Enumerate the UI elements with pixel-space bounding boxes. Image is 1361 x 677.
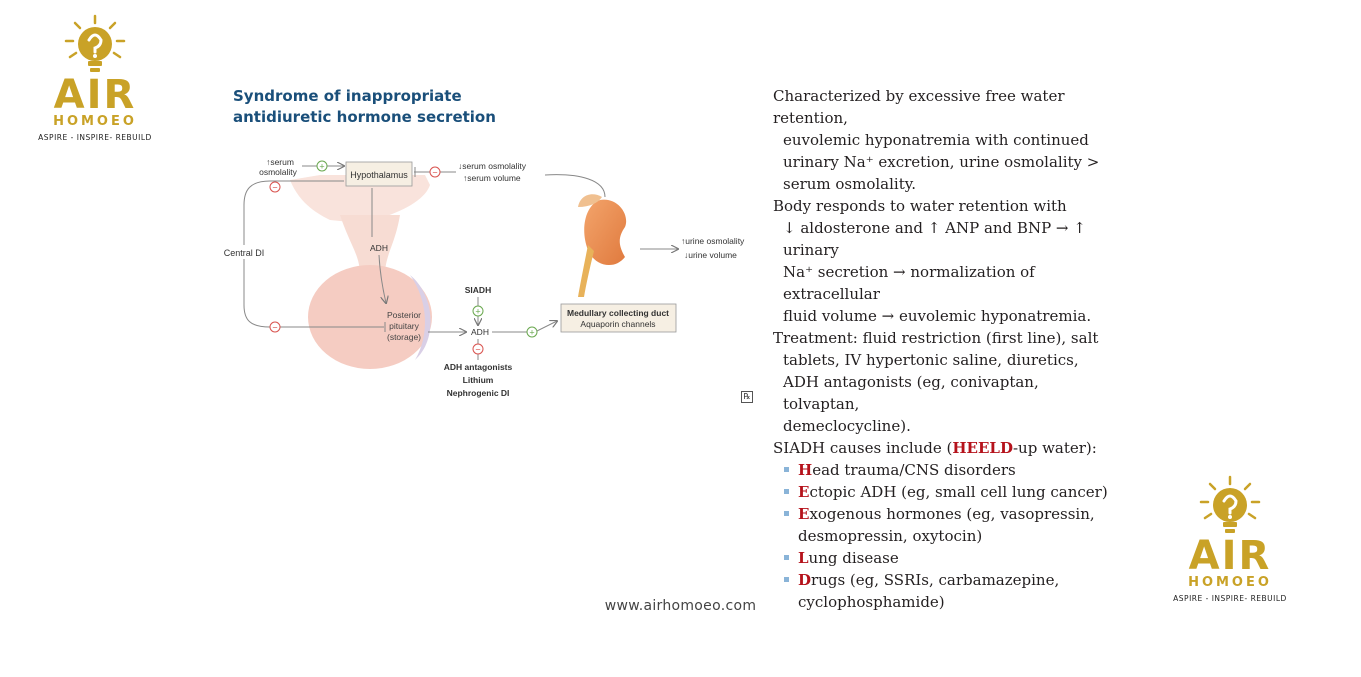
p3-line-1: Treatment: fluid restriction (first line… — [773, 329, 1099, 347]
lithium-label: Lithium — [463, 375, 494, 385]
aquaporin-label: Aquaporin channels — [580, 319, 655, 329]
mnemonic: HEELD — [952, 439, 1013, 457]
posterior-label-3: (storage) — [387, 332, 421, 342]
nephrogenic-di-label: Nephrogenic DI — [447, 388, 510, 398]
minus-sign-central-bottom: − — [272, 323, 277, 333]
serum-vol-up-label: ↑serum volume — [463, 173, 521, 183]
adrenal-shape — [578, 194, 602, 207]
treatment-paragraph: Treatment: fluid restriction (first line… — [773, 327, 1118, 437]
body-responds-paragraph: Body responds to water retention with ↓ … — [773, 195, 1118, 327]
pituitary-stalk-shape — [340, 215, 400, 275]
p1-line-1: Characterized by excessive free water re… — [773, 87, 1065, 127]
list-item: Lung disease — [783, 547, 1118, 569]
minus-sign-antagonists: − — [475, 345, 480, 355]
logo-name: AIR — [1188, 533, 1272, 579]
logo-tagline: ASPIRE - INSPIRE- REBUILD — [38, 133, 152, 142]
medullary-box — [560, 303, 677, 333]
p1-line-2: euvolemic hyponatremia with continued — [783, 131, 1089, 149]
adh-top-label: ADH — [370, 243, 388, 253]
p3-line-4: demeclocycline). — [783, 417, 911, 435]
bullet-square-icon — [784, 489, 789, 494]
serum-osm-down-label: ↓serum osmolality — [458, 161, 527, 171]
text-panel: Characterized by excessive free water re… — [773, 85, 1118, 613]
posterior-label-1: Posterior — [387, 310, 421, 320]
p2-line-1: Body responds to water retention with — [773, 197, 1067, 215]
plus-marker-siadh — [472, 305, 484, 317]
list-item: Drugs (eg, SSRIs, carbamazepine,cyclopho… — [783, 569, 1118, 613]
p1-line-3: urinary Na⁺ excretion, urine osmolality … — [783, 153, 1100, 171]
minus-marker-antagonists — [472, 343, 484, 355]
adh-antagonists-label: ADH antagonists — [444, 362, 513, 372]
posterior-label-2: pituitary — [389, 321, 420, 331]
bullet-square-icon — [784, 511, 789, 516]
p3-line-2: tablets, IV hypertonic saline, diuretics… — [783, 351, 1079, 369]
causes-intro-pre: SIADH causes include ( — [773, 439, 953, 457]
siadh-diagram: Hypothalamus ↑serum osmolality + − ↓seru… — [222, 157, 745, 398]
characterized-paragraph: Characterized by excessive free water re… — [773, 85, 1118, 195]
plus-marker-medullary — [526, 326, 538, 338]
hypothalamus-label: Hypothalamus — [350, 170, 408, 180]
adh-to-medullary-line — [492, 321, 557, 333]
urine-vol-down-label: ↓urine volume — [684, 250, 737, 260]
hypothalamus-box — [345, 161, 413, 187]
rx-icon: ℞ — [741, 391, 753, 403]
logo-subtitle: HOMOEO — [53, 114, 137, 129]
hypothalamus-shape — [290, 175, 430, 223]
serum-osm-up-label-1: ↑serum — [266, 157, 294, 167]
posterior-pituitary-shape — [308, 265, 432, 369]
bullet-square-icon — [784, 555, 789, 560]
serum-osm-up-label-2: osmolality — [259, 167, 298, 177]
minus-marker-central-top — [269, 181, 281, 193]
diagram-title-line-1: Syndrome of inappropriate — [233, 87, 462, 105]
minus-marker-central-bottom — [269, 321, 281, 333]
plus-marker-serum — [316, 160, 328, 172]
diagram-title: Syndrome of inappropriate antidiuretic h… — [233, 86, 496, 128]
footer-url: www.airhomoeo.com — [604, 598, 757, 614]
bulb-logo-icon — [1199, 475, 1261, 533]
minus-sign-central-top: − — [272, 183, 277, 193]
p1-line-4: serum osmolality. — [783, 175, 916, 193]
causes-intro-post: -up water): — [1012, 439, 1097, 457]
list-item: Head trauma/CNS disorders — [783, 459, 1118, 481]
adh-to-posterior-line — [378, 254, 386, 303]
ureter-shape — [578, 245, 594, 297]
diagram-title-line-2: antidiuretic hormone secretion — [233, 108, 496, 126]
siadh-label: SIADH — [465, 285, 491, 295]
pituitary-shadow-shape — [410, 275, 431, 360]
p2-line-2: ↓ aldosterone and ↑ ANP and BNP → ↑ urin… — [783, 219, 1086, 259]
causes-list: Head trauma/CNS disorders Ectopic ADH (e… — [773, 459, 1118, 613]
minus-sign-feedback: − — [432, 168, 437, 178]
p2-line-3: Na⁺ secretion → normalization of extrace… — [783, 263, 1035, 303]
bulb-logo-icon — [64, 14, 126, 72]
logo-name: AIR — [53, 72, 137, 118]
list-item: Exogenous hormones (eg, vasopressin,desm… — [783, 503, 1118, 547]
plus-sign-serum: + — [319, 162, 324, 172]
logo-top: AIR HOMOEO ASPIRE - INSPIRE- REBUILD — [30, 14, 160, 142]
bullet-square-icon — [784, 577, 789, 582]
medullary-label: Medullary collecting duct — [567, 308, 669, 318]
plus-sign-siadh: + — [475, 307, 480, 317]
p3-line-3: ADH antagonists (eg, conivaptan, tolvapt… — [783, 373, 1039, 413]
adh-mid-label: ADH — [471, 327, 489, 337]
logo-subtitle: HOMOEO — [1188, 575, 1272, 590]
central-di-label: Central DI — [224, 248, 265, 258]
kidney-feedback-curve — [544, 174, 606, 198]
minus-marker-feedback — [429, 166, 441, 178]
list-item: Ectopic ADH (eg, small cell lung cancer) — [783, 481, 1118, 503]
logo-tagline: ASPIRE - INSPIRE- REBUILD — [1173, 594, 1287, 603]
central-di-label-bg — [222, 245, 268, 259]
logo-bottom: AIR HOMOEO ASPIRE - INSPIRE- REBUILD — [1165, 475, 1295, 603]
urine-osm-up-label: ↑urine osmolality — [681, 236, 745, 246]
p2-line-4: fluid volume → euvolemic hyponatremia. — [783, 307, 1092, 325]
kidney-shape — [584, 199, 627, 266]
plus-sign-medullary: + — [529, 328, 534, 338]
causes-intro: SIADH causes include (HEELD-up water): — [773, 437, 1118, 459]
bullet-square-icon — [784, 467, 789, 472]
